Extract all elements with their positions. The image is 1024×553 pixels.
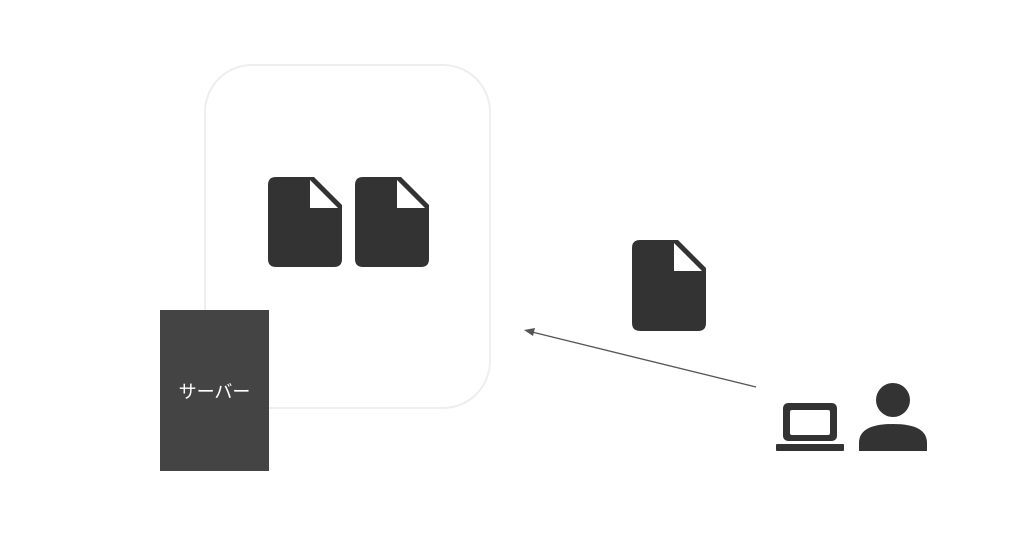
server-box: サーバー [160,310,269,471]
user-icon [859,383,927,451]
uploaded-document-icon [632,240,706,331]
server-label: サーバー [178,381,251,403]
document-icon [268,177,342,267]
document-icon [355,177,429,267]
laptop-icon [776,403,844,451]
